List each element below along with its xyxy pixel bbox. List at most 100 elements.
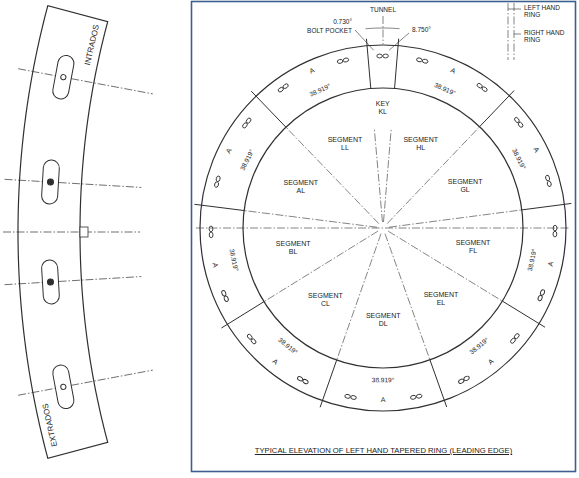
angle-dimension: 38.919° xyxy=(228,249,240,273)
bolt-pocket-pair xyxy=(510,333,520,344)
section-marker: A xyxy=(211,261,220,267)
bolt-pocket xyxy=(377,54,383,58)
bolt-pocket-pair xyxy=(514,117,524,128)
angle-dimension: 38.919° xyxy=(277,337,299,357)
pocket-outline xyxy=(51,54,75,100)
centerline-label: TUNNEL xyxy=(370,6,396,13)
bolt-pocket xyxy=(553,231,557,237)
bolt-hole xyxy=(60,74,66,80)
section-marker: A xyxy=(225,147,234,155)
bolt-pocket xyxy=(383,54,389,58)
bolt-hole xyxy=(47,179,53,185)
angle-dimension: 38.919° xyxy=(372,376,395,384)
bolt-pocket-pair xyxy=(345,394,357,400)
bolt-pocket xyxy=(51,364,75,410)
center-line xyxy=(196,228,570,229)
leader-line xyxy=(508,9,521,10)
bolt-pocket xyxy=(540,289,546,296)
section-marker: A xyxy=(381,396,386,404)
angle-dimension: 38.919° xyxy=(526,248,538,272)
key-label: KEY KL xyxy=(376,100,390,116)
segment-label: SEGMENT LL xyxy=(328,136,363,152)
bolt-pocket-pair xyxy=(297,376,309,385)
bolt-hole xyxy=(60,384,66,390)
section-marker: A xyxy=(271,357,280,366)
bolt-pocket xyxy=(343,58,349,63)
segment-joint xyxy=(320,360,337,407)
bolt-pocket xyxy=(517,121,523,128)
bolt-pocket xyxy=(297,376,304,382)
bolt-pocket-pair xyxy=(537,289,545,301)
segment-label: SEGMENT AL xyxy=(284,179,319,195)
bolt-pocket xyxy=(209,226,213,232)
bolt-pocket xyxy=(422,59,428,64)
joint-center-line xyxy=(286,127,379,224)
section-marker: A xyxy=(450,66,458,75)
bolt-pocket-pair xyxy=(337,58,349,64)
bolt-pocket-pair xyxy=(242,117,252,129)
bolt-pocket xyxy=(481,86,488,92)
angle-dimension: 38.919° xyxy=(239,148,256,171)
center-line xyxy=(18,370,153,395)
shear-key xyxy=(80,227,88,237)
segment-label: SEGMENT DL xyxy=(366,312,401,328)
bolt-pocket xyxy=(458,378,465,384)
segment-joint xyxy=(251,91,286,127)
angle-dimension: 38.919° xyxy=(468,336,490,356)
segment-joint xyxy=(502,301,545,327)
segment-label: SEGMENT HL xyxy=(403,136,438,152)
pocket-outline xyxy=(41,260,60,305)
segment-label: SEGMENT CL xyxy=(308,292,343,308)
center-line xyxy=(3,232,140,233)
bolt-pocket-pair xyxy=(209,226,213,238)
bolt-pocket xyxy=(510,337,517,344)
segment-label: SEGMENT FL xyxy=(456,239,491,255)
bolt-pocket xyxy=(221,290,227,297)
segment-joint xyxy=(194,204,244,210)
tunnel-center-line xyxy=(383,16,384,44)
bolt-pocket xyxy=(282,83,289,89)
bolt-pocket-pair xyxy=(221,290,229,302)
bolt-pocket xyxy=(545,175,550,181)
segment-joint xyxy=(395,39,399,89)
pocket-outline xyxy=(41,160,60,205)
drawing-title: TYPICAL ELEVATION OF LEFT HAND TAPERED R… xyxy=(193,446,574,455)
section-marker: A xyxy=(532,146,541,154)
section-marker: A xyxy=(547,261,556,267)
section-marker: A xyxy=(487,357,496,366)
bolt-pocket xyxy=(337,59,343,64)
leader-line xyxy=(389,33,409,50)
segment-joint xyxy=(480,91,515,127)
joint-center-line xyxy=(374,128,382,222)
bolt-pocket-pair xyxy=(458,375,470,384)
bolt-pocket-pair xyxy=(476,83,488,93)
angle-dimension: 38.919° xyxy=(308,82,332,98)
dimension-arc xyxy=(366,28,400,30)
segment-label: SEGMENT EL xyxy=(424,291,459,307)
bolt-pocket-pair xyxy=(277,83,289,93)
bolt-pocket xyxy=(416,57,422,62)
center-line xyxy=(5,277,142,285)
ring-label: RIGHT HAND RING xyxy=(524,29,570,44)
bolt-pocket-pair xyxy=(377,54,389,58)
bolt-pocket xyxy=(416,394,422,399)
angle-dimension: 0.730° xyxy=(333,18,352,25)
pocket-outline xyxy=(51,364,75,410)
joint-center-line xyxy=(385,234,430,360)
bolt-pocket-pair xyxy=(410,394,422,400)
bolt-pocket xyxy=(41,260,60,305)
bolt-pocket-pair xyxy=(416,57,428,63)
bolt-pocket xyxy=(245,117,251,124)
bolt-pocket xyxy=(345,394,351,399)
bolt-pocket-pair xyxy=(545,175,552,187)
center-line xyxy=(5,179,142,187)
joint-center-line xyxy=(383,128,391,222)
bolt-pocket xyxy=(553,225,557,231)
joint-center-line xyxy=(264,231,378,302)
bolt-pocket xyxy=(41,160,60,205)
bolt-pocket-pair xyxy=(553,225,557,237)
note-label: BOLT POCKET xyxy=(307,27,352,34)
bolt-pocket xyxy=(547,181,552,187)
